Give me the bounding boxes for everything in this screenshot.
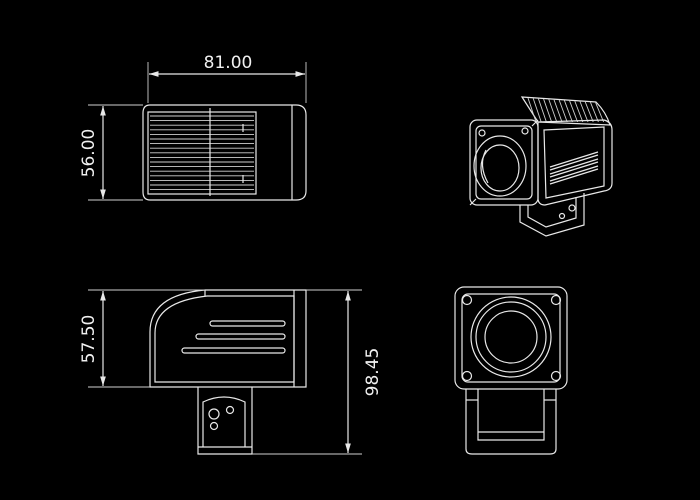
iso-bevel	[469, 119, 539, 206]
bracket-bolt	[225, 405, 235, 415]
bracket-bolt	[209, 421, 219, 431]
side-view: 57.50 98.45	[79, 289, 383, 455]
iso-lens-inner	[480, 144, 520, 192]
front-housing	[454, 286, 568, 390]
iso-fin	[563, 100, 573, 123]
side-body-outline	[149, 289, 307, 388]
heatsink-block	[147, 111, 257, 195]
grille-slot	[181, 347, 286, 354]
iso-fin	[589, 102, 599, 123]
iso-grille-slots	[549, 151, 599, 182]
heatsink-fins	[150, 108, 254, 196]
front-screw	[461, 294, 473, 306]
iso-side-inner	[543, 126, 605, 199]
dim-label-total-height: 98.45	[363, 348, 383, 397]
iso-fin	[595, 102, 605, 123]
iso-heatsink-top	[520, 96, 611, 126]
iso-screw	[521, 127, 529, 135]
iso-bracket	[519, 193, 585, 237]
bracket-bolt	[208, 408, 220, 420]
iso-fin	[584, 101, 594, 123]
front-lens	[484, 310, 538, 364]
side-body-inner	[154, 295, 295, 383]
iso-fin	[579, 101, 589, 123]
dim-label-top-height: 56.00	[79, 129, 99, 178]
front-screw	[461, 370, 473, 382]
front-lens-ring	[470, 296, 552, 378]
front-screw	[550, 370, 562, 382]
iso-fin	[543, 98, 553, 123]
isometric-view	[469, 96, 613, 237]
iso-bracket-bolt	[568, 204, 576, 212]
iso-front-inner	[475, 125, 533, 200]
iso-heatsink-fins	[527, 97, 605, 123]
front-bracket-outer	[465, 389, 557, 455]
iso-fin	[537, 98, 547, 123]
iso-fin	[553, 99, 563, 123]
front-screw	[550, 294, 562, 306]
bracket-arm	[202, 396, 246, 447]
iso-fin	[532, 98, 542, 123]
iso-lens-highlight	[481, 149, 489, 184]
iso-fin	[558, 99, 568, 123]
iso-screw	[478, 129, 486, 137]
front-screws	[461, 294, 562, 382]
front-lens-ring-inner	[475, 301, 547, 373]
top-body-outline	[142, 104, 307, 201]
grille-slot	[209, 320, 286, 327]
iso-fin	[527, 97, 537, 123]
iso-fin	[548, 99, 558, 123]
dim-label-width: 81.00	[204, 53, 253, 73]
iso-fin	[574, 100, 584, 123]
top-view: 81.00 56.00	[79, 53, 307, 201]
iso-bracket-bolt	[558, 212, 566, 220]
bracket-outline	[197, 387, 253, 455]
iso-lens-outer	[473, 135, 527, 197]
iso-side-face	[537, 119, 613, 206]
dim-label-side-height: 57.50	[79, 315, 99, 364]
front-bracket-inner	[477, 389, 545, 441]
front-bezel	[461, 293, 561, 383]
iso-fin	[569, 100, 579, 123]
iso-bracket-inner	[527, 197, 577, 228]
grille-slot	[195, 333, 286, 340]
iso-grille-slots-lower	[549, 154, 599, 185]
front-view	[454, 286, 568, 455]
